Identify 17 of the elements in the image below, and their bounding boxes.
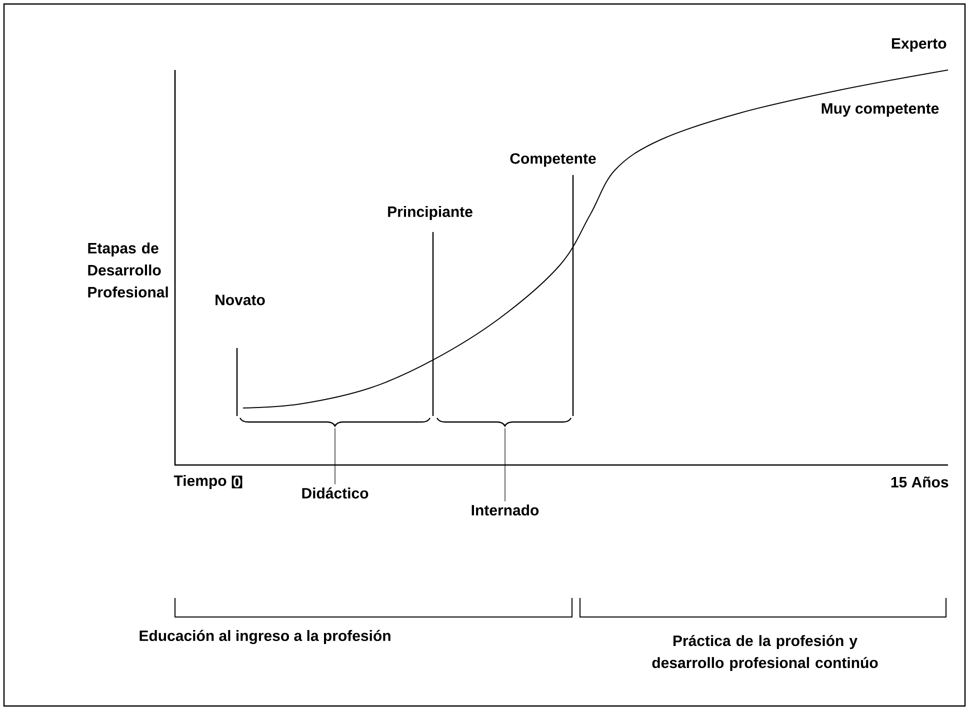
stage-label: Experto: [892, 38, 946, 52]
leader-line: [334, 428, 336, 485]
stage-label: Principiante: [388, 206, 472, 220]
axis-label: Tiempo: [174, 475, 226, 489]
brace: [240, 418, 430, 427]
tick-label: 15 Años: [891, 476, 948, 488]
stage-label: Internado: [472, 504, 539, 516]
stage-label: Didáctico: [302, 487, 368, 499]
period-label: Práctica de la profesión y desarrollo profesional continúo: [652, 634, 878, 672]
stage-label: Competente: [510, 153, 596, 167]
period-label: Educación al ingreso a la profesión: [140, 630, 390, 644]
axis-title: Etapas de Desarrollo Profesional: [88, 242, 168, 298]
stage-label: Novato: [216, 294, 265, 306]
stage-label: Muy competente: [822, 103, 939, 117]
brace: [436, 418, 572, 427]
origin-label: 0: [232, 476, 242, 488]
leader-line: [504, 428, 506, 502]
